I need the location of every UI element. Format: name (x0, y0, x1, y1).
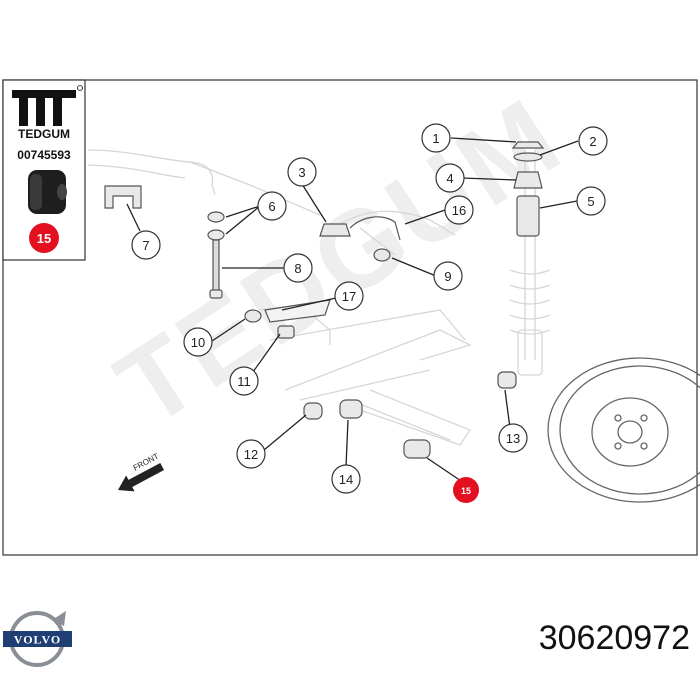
part-16-arm (349, 216, 401, 241)
part-3-bracket (319, 223, 351, 237)
components (104, 141, 545, 459)
callout-3-label: 3 (298, 165, 305, 180)
part-7-bracket (104, 185, 142, 209)
callout-9-label: 9 (444, 269, 451, 284)
registered-mark-icon (77, 85, 83, 91)
diagram-frame (2, 79, 698, 556)
part-12-bushing (303, 402, 323, 420)
article-number: 00745593 (17, 148, 71, 162)
part-17-arm (264, 299, 331, 323)
callout-3 (287, 157, 317, 187)
part-8-link-end (209, 289, 223, 299)
callout-14 (331, 464, 361, 494)
callout-1 (421, 123, 451, 153)
callout-5-label: 5 (587, 194, 594, 209)
callout-10 (183, 327, 213, 357)
tedgum-logo (12, 85, 83, 126)
callout-8-label: 8 (294, 261, 301, 276)
callout-6 (257, 191, 287, 221)
callout-5 (576, 186, 606, 216)
callout-6-label: 6 (268, 199, 275, 214)
part-6-bushing-bottom (207, 229, 225, 241)
highlight-badge-label: 15 (37, 231, 51, 246)
callout-4-label: 4 (446, 171, 453, 186)
part-8-link (212, 239, 220, 293)
volvo-logo-arrow-icon (52, 611, 66, 626)
callout-17 (334, 281, 364, 311)
part-1-top-mount (511, 141, 545, 149)
part-14-bushing (339, 399, 363, 419)
callout-4 (435, 163, 465, 193)
part-2-washer (513, 152, 543, 162)
part-4-bump-stop (513, 171, 543, 189)
part-13-bushing (497, 371, 517, 389)
front-arrow-icon (118, 462, 165, 492)
callout-1-label: 1 (432, 131, 439, 146)
volvo-logo-text: VOLVO (14, 633, 61, 647)
wheel (547, 357, 700, 503)
callout-12-label: 12 (244, 447, 258, 462)
part-5-boot (516, 195, 540, 237)
bushing-product-icon (28, 170, 67, 214)
callout-2-label: 2 (589, 134, 596, 149)
callout-11 (229, 366, 259, 396)
part-10-bushing (244, 309, 262, 323)
callout-7 (131, 230, 161, 260)
tedgum-logo-mark (12, 90, 76, 126)
callout-13 (498, 423, 528, 453)
callout-15 (453, 477, 479, 503)
watermark: TEDGUM (96, 74, 583, 450)
callout-10-label: 10 (191, 335, 205, 350)
highlight-badge (29, 223, 59, 253)
part-15-bushing (403, 439, 431, 459)
callout-2 (578, 126, 608, 156)
callout-8 (283, 253, 313, 283)
suspension-outline (87, 149, 551, 446)
volvo-logo-bar (3, 631, 72, 647)
callout-9 (433, 261, 463, 291)
front-arrow: FRONT (118, 452, 165, 492)
callout-circles (131, 123, 608, 494)
watermark-text: TEDGUM (96, 74, 583, 450)
volvo-logo: VOLVO (3, 611, 72, 667)
part-number: 30620972 (538, 619, 690, 657)
callout-16 (444, 195, 474, 225)
callout-11-label: 11 (237, 374, 251, 389)
part-11-bushing (277, 325, 295, 339)
callout-7-label: 7 (142, 238, 149, 253)
callout-16-label: 16 (452, 203, 466, 218)
callout-14-label: 14 (339, 472, 353, 487)
part-6-bushing-top (207, 211, 225, 223)
brand-name: TEDGUM (18, 127, 70, 141)
part-9-bushing (373, 248, 391, 262)
callout-12 (236, 439, 266, 469)
callout-numbers: 1 2 3 4 5 6 7 8 9 10 11 12 13 14 15 16 1… (142, 131, 596, 496)
callout-13-label: 13 (506, 431, 520, 446)
callout-17-label: 17 (342, 289, 356, 304)
callout-15-label: 15 (461, 486, 471, 496)
